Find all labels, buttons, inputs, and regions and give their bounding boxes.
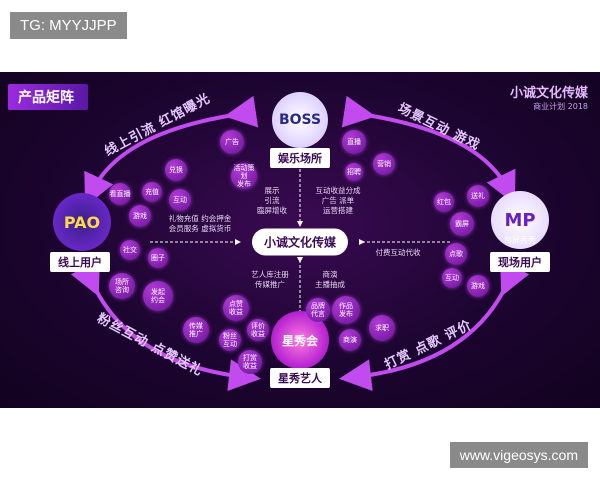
bubble-right: 红包 bbox=[434, 192, 454, 212]
brand-title: 小诚文化传媒 bbox=[509, 86, 588, 101]
brand-subtitle: 商业计划 2018 bbox=[533, 102, 588, 111]
diagram-lines bbox=[70, 95, 530, 392]
bubble-bottom: 商演 bbox=[339, 329, 361, 351]
bubble-bottom: 求职 bbox=[369, 315, 395, 341]
node-label-left: 线上用户 bbox=[50, 252, 110, 272]
bubble-left: 游戏 bbox=[129, 205, 151, 227]
brand-block: 小诚文化传媒 商业计划 2018 bbox=[510, 82, 588, 112]
bubble-left: 互动 bbox=[169, 189, 191, 211]
bubble-left: 看直播 bbox=[109, 183, 131, 205]
watermark-top: TG: MYYJJPP bbox=[10, 12, 127, 39]
bubble-top: 活动策划 发布 bbox=[231, 163, 257, 189]
boss-logo: BOSS bbox=[272, 92, 328, 148]
bubble-right: 点歌 bbox=[445, 243, 467, 265]
mp-logo: MP bbox=[491, 191, 549, 249]
watermark-bottom: www.vigeosys.com bbox=[449, 442, 588, 468]
arc-bottom-left bbox=[70, 260, 261, 392]
product-matrix-diagram: 产品矩阵 小诚文化传媒 商业计划 2018 线上引流 红馆曝光 场景互动 游戏 … bbox=[0, 72, 600, 408]
note-right: 付费互动代收 bbox=[375, 248, 421, 257]
note-top-right: 互动收益分成 广告 派单 运营搭建 bbox=[315, 186, 361, 215]
section-header: 产品矩阵 bbox=[8, 84, 88, 110]
bubble-right: 游戏 bbox=[467, 275, 489, 297]
mp-subtitle: 每屏秀秀 bbox=[504, 236, 536, 245]
bubble-bottom: 传媒 推广 bbox=[183, 317, 209, 343]
bubble-left: 社交 bbox=[120, 240, 140, 260]
bubble-bottom: 评价 收益 bbox=[247, 319, 269, 341]
node-label-right: 现场用户 bbox=[490, 252, 550, 272]
note-bottom-left: 艺人库注册 传媒推广 bbox=[251, 270, 289, 289]
bubble-right: 互动 bbox=[442, 268, 462, 288]
node-label-top: 娱乐场所 bbox=[270, 148, 330, 168]
arc-bottom-right bbox=[339, 260, 530, 392]
bubble-top: 营销 bbox=[373, 153, 395, 175]
note-left: 礼物充值 约会押金 会员服务 虚拟货币 bbox=[168, 214, 232, 233]
note-top-left: 展示 引流 臨屏增收 bbox=[257, 186, 287, 215]
bubble-left: 场所 咨询 bbox=[109, 273, 135, 299]
arc-top-left bbox=[84, 95, 259, 207]
bubble-left: 兑换 bbox=[165, 159, 187, 181]
bubble-bottom: 品牌 代言 bbox=[306, 298, 330, 322]
node-label-bottom: 星秀艺人 bbox=[270, 368, 330, 388]
center-company: 小诚文化传媒 bbox=[251, 228, 349, 256]
bubble-left: 圈子 bbox=[148, 248, 168, 268]
bubble-left: 发起 约会 bbox=[143, 281, 173, 311]
bubble-right: 霸屏 bbox=[450, 212, 474, 236]
bubble-bottom: 打赏 收益 bbox=[238, 350, 262, 374]
bubble-bottom: 点赞 收益 bbox=[223, 295, 249, 321]
bubble-top: 广告 bbox=[220, 130, 244, 154]
arc-top-right bbox=[341, 95, 516, 205]
pao-logo: PAO bbox=[53, 193, 111, 251]
bubble-top: 直播 bbox=[342, 130, 366, 154]
bubble-bottom: 粉丝 互动 bbox=[219, 329, 241, 351]
bubble-left: 充值 bbox=[142, 182, 162, 202]
note-bottom-right: 商演 主播抽成 bbox=[315, 270, 345, 289]
bubble-bottom: 作品 发布 bbox=[332, 296, 360, 324]
bubble-right: 送礼 bbox=[467, 185, 489, 207]
bubble-top: 招聘 bbox=[345, 163, 363, 181]
